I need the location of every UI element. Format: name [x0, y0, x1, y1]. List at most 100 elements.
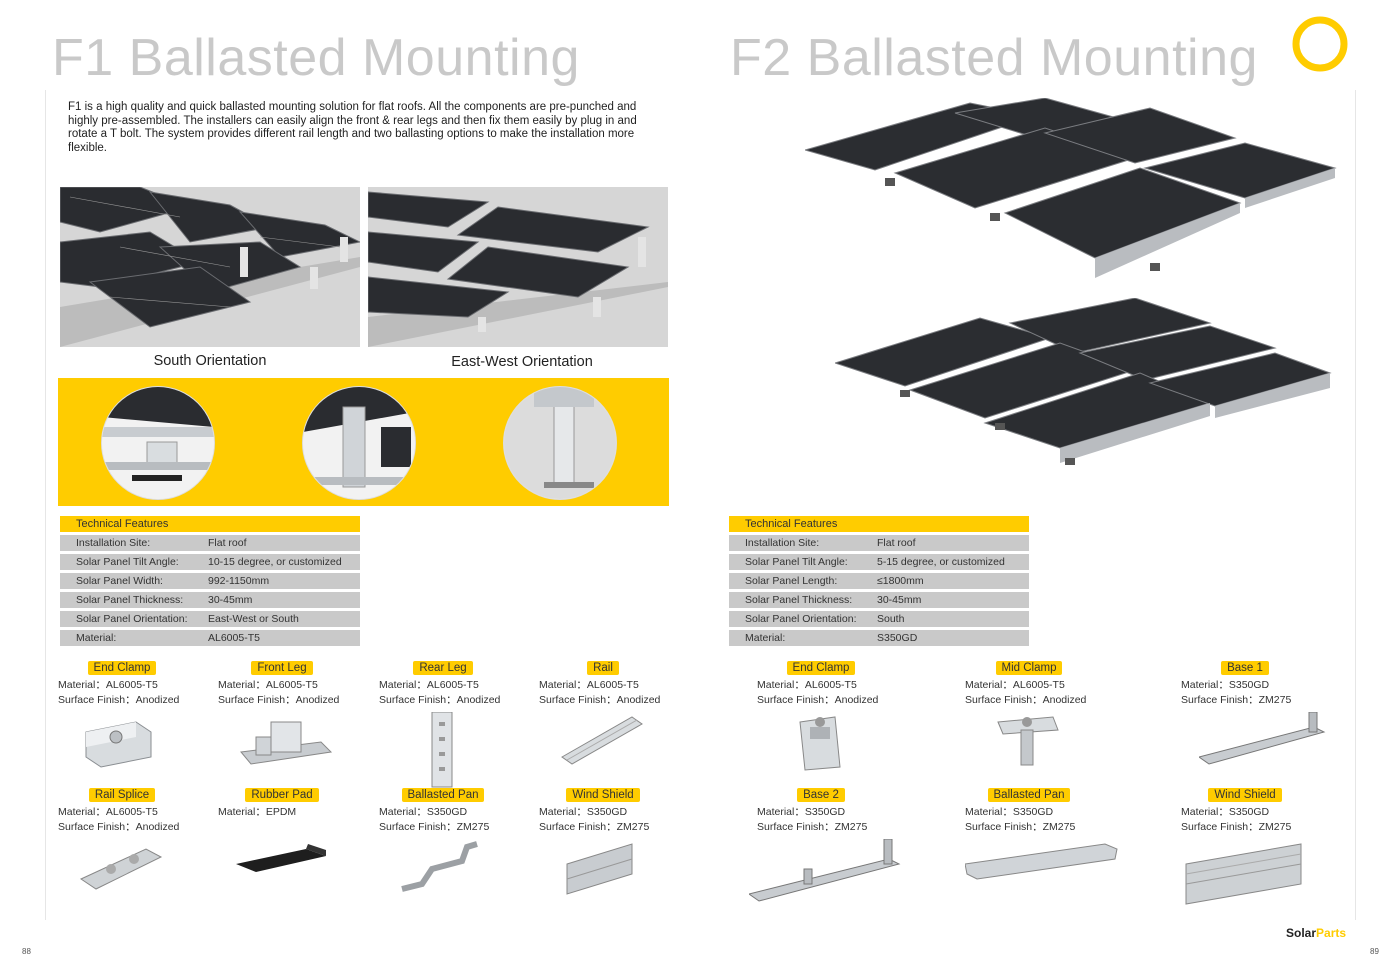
rubber-pad-icon — [236, 844, 326, 872]
end-clamp-icon — [85, 721, 152, 768]
part-material: Material：S350GD — [1181, 806, 1270, 818]
part-mid-clamp-f2: Mid Clamp Material：AL6005-T5 Surface Fin… — [965, 658, 1125, 772]
tf-row: Solar Panel Orientation: East-West or Sou… — [60, 611, 360, 627]
part-name: Rail — [587, 661, 619, 675]
part-finish: Surface Finish：ZM275 — [1181, 694, 1292, 706]
brand-logo-icon — [1292, 16, 1348, 72]
part-finish: Surface Finish：ZM275 — [1181, 821, 1292, 833]
mid-clamp-icon — [997, 716, 1059, 766]
part-name: End Clamp — [87, 661, 157, 675]
tf-value: 30-45mm — [208, 594, 253, 606]
part-finish: Surface Finish：ZM275 — [539, 821, 650, 833]
part-material: Material：EPDM — [218, 806, 297, 818]
part-rail-splice: Rail Splice Material：AL6005-T5 Surface F… — [58, 785, 218, 899]
tf-row: Solar Panel Thickness: 30-45mm — [60, 592, 360, 608]
part-material: Material：AL6005-T5 — [218, 679, 318, 691]
tf-label: Solar Panel Tilt Angle: — [745, 556, 848, 568]
part-name: Front Leg — [251, 661, 313, 675]
tf-row: Solar Panel Tilt Angle: 10-15 degree, or … — [60, 554, 360, 570]
f2-array-image-bottom — [835, 298, 1332, 465]
part-name: End Clamp — [786, 661, 856, 675]
tf-value: South — [877, 613, 905, 625]
part-finish: Surface Finish：Anodized — [965, 694, 1087, 706]
tf-row: Material: AL6005-T5 — [60, 630, 360, 646]
part-base-2: Base 2 Material：S350GD Surface Finish：ZM… — [749, 785, 917, 909]
part-material: Material：AL6005-T5 — [58, 806, 158, 818]
tf-label: Material: — [76, 632, 117, 644]
part-name: Rail Splice — [88, 788, 156, 802]
tf-row: Solar Panel Thickness:30-45mm — [729, 592, 1029, 608]
part-front-leg: Front Leg Material：AL6005-T5 Surface Fin… — [218, 658, 378, 772]
south-orientation-photo — [60, 187, 360, 347]
part-end-clamp: End Clamp Material：AL6005-T5 Surface Fin… — [58, 658, 218, 772]
tf-row: Installation Site:Flat roof — [60, 535, 360, 551]
brand-part2: Parts — [1316, 926, 1347, 940]
tf-label: Solar Panel Length: — [745, 575, 838, 587]
brand-part1: Solar — [1286, 926, 1317, 940]
part-finish: Surface Finish：Anodized — [218, 694, 340, 706]
tf-row: Solar Panel Length:≤1800mm — [729, 573, 1029, 589]
part-material: Material：AL6005-T5 — [757, 679, 857, 691]
part-finish: Surface Finish：Anodized — [757, 694, 879, 706]
detail-leg-circle — [302, 386, 416, 500]
tf-label: Solar Panel Orientation: — [76, 613, 188, 625]
part-name: Rubber Pad — [245, 788, 319, 802]
end-clamp-icon — [799, 716, 841, 771]
tf-value: 5-15 degree, or customized — [877, 556, 1005, 568]
part-material: Material：AL6005-T5 — [379, 679, 479, 691]
part-name: Ballasted Pan — [401, 788, 485, 802]
left-margin-line — [45, 90, 46, 920]
tf-label: Solar Panel Orientation: — [745, 613, 857, 625]
part-name: Rear Leg — [413, 661, 473, 675]
tf-label: Solar Panel Thickness: — [745, 594, 853, 606]
part-finish: Surface Finish：Anodized — [539, 694, 661, 706]
east-west-orientation-photo — [368, 187, 668, 347]
tf-row: Solar Panel Orientation: South — [729, 611, 1029, 627]
part-rail: Rail Material：AL6005-T5 Surface Finish：A… — [539, 658, 699, 772]
tf-value: 10-15 degree, or customized — [208, 556, 342, 568]
tf-row: Installation Site:Flat roof — [729, 535, 1029, 551]
wind-shield-icon — [1185, 843, 1302, 905]
part-finish: Surface Finish：ZM275 — [757, 821, 868, 833]
part-rubber-pad: Rubber Pad Material：EPDM — [218, 785, 378, 884]
base-1-icon — [1199, 712, 1326, 765]
base-2-icon — [749, 839, 901, 902]
tf-label: Installation Site: — [745, 537, 820, 549]
part-end-clamp-f2: End Clamp Material：AL6005-T5 Surface Fin… — [757, 658, 917, 772]
tf-row: Material:S350GD — [729, 630, 1029, 646]
right-page-title: F2 Ballasted Mounting — [730, 29, 1258, 87]
part-name: Ballasted Pan — [987, 788, 1071, 802]
tf-value: S350GD — [877, 632, 918, 644]
part-rear-leg: Rear Leg Material：AL6005-T5 Surface Fini… — [379, 658, 539, 792]
part-name: Base 2 — [797, 788, 845, 802]
part-name: Wind Shield — [566, 788, 640, 802]
front-leg-icon — [240, 721, 333, 765]
right-page-number: 89 — [1370, 947, 1379, 956]
tf-label: Solar Panel Thickness: — [76, 594, 184, 606]
tf-value: Flat roof — [208, 537, 247, 549]
f2-array-image-top — [805, 98, 1337, 278]
part-material: Material：S350GD — [539, 806, 628, 818]
ballasted-pan-icon — [401, 841, 478, 892]
tf-value: 992-1150mm — [208, 575, 270, 587]
part-name: Mid Clamp — [995, 661, 1063, 675]
left-technical-features: Technical Features Installation Site:Fla… — [60, 516, 360, 649]
tf-value: East-West or South — [208, 613, 299, 625]
part-material: Material：AL6005-T5 — [58, 679, 158, 691]
part-material: Material：S350GD — [379, 806, 468, 818]
part-material: Material：S350GD — [965, 806, 1054, 818]
part-name: Wind Shield — [1208, 788, 1282, 802]
part-wind-shield: Wind Shield Material：S350GD Surface Fini… — [539, 785, 699, 899]
ballasted-pan-icon — [965, 843, 1118, 880]
part-finish: Surface Finish：ZM275 — [379, 821, 490, 833]
tf-heading: Technical Features — [60, 516, 360, 532]
left-page-number: 88 — [22, 947, 31, 956]
tf-value: AL6005-T5 — [208, 632, 260, 644]
rail-icon — [561, 716, 643, 765]
rear-leg-icon — [431, 712, 453, 788]
brand-wordmark: SolarParts — [1286, 926, 1346, 940]
detail-clamp-circle — [101, 386, 215, 500]
part-wind-shield-f2: Wind Shield Material：S350GD Surface Fini… — [1181, 785, 1341, 909]
tf-label: Solar Panel Tilt Angle: — [76, 556, 179, 568]
detail-rear-leg-circle — [503, 386, 617, 500]
